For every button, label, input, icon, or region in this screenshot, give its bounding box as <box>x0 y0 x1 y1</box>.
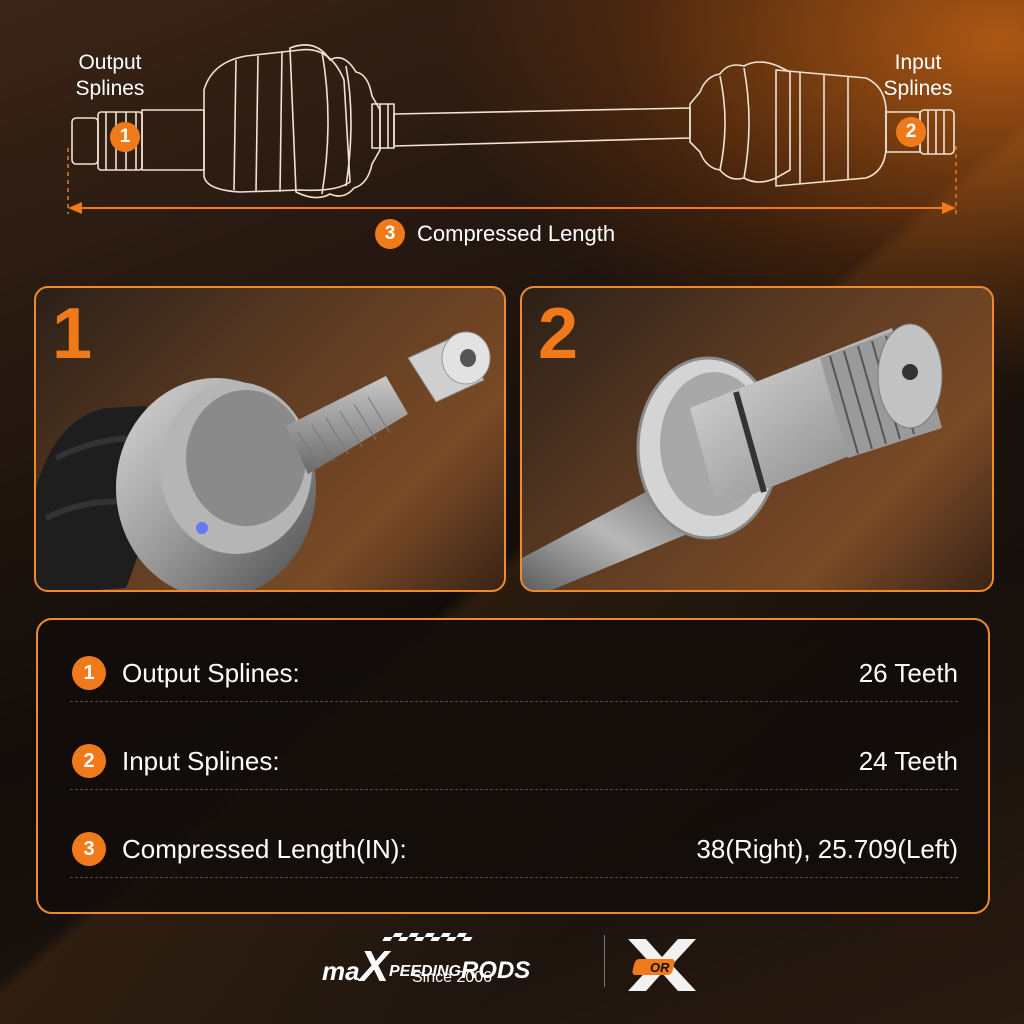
diagram-badge-1: 1 <box>110 122 140 152</box>
spec-row-compressed-length: 3 Compressed Length(IN): 38(Right), 25.7… <box>70 818 958 878</box>
brand-x: X <box>359 942 389 991</box>
output-splines-callout: Output Splines <box>75 51 145 100</box>
spec-badge-2: 2 <box>72 744 106 778</box>
brand-mid: PEEDING <box>388 963 461 980</box>
checkered-flag-icon <box>382 933 473 941</box>
spec-value: 26 Teeth <box>858 658 958 688</box>
diagram-badge-3: 3 <box>375 219 405 249</box>
spec-badge-3: 3 <box>72 832 106 866</box>
spec-row-input-splines: 2 Input Splines: 24 Teeth <box>70 730 958 790</box>
input-splines-callout: Input Splines <box>883 51 953 100</box>
input-splines-illustration <box>522 323 943 590</box>
spec-label: Compressed Length(IN): <box>122 834 407 864</box>
output-splines-photo-card: 1 <box>34 286 506 592</box>
specifications-panel: 1 Output Splines: 26 Teeth 2 Input Splin… <box>36 618 990 914</box>
brand-prefix: ma <box>322 956 360 986</box>
input-splines-photo-card: 2 <box>520 286 994 592</box>
spec-label: Output Splines: <box>122 658 300 688</box>
output-splines-illustration <box>36 331 491 590</box>
logo-divider <box>604 935 605 987</box>
or-logo-text: OR <box>650 960 670 975</box>
spec-value: 38(Right), 25.709(Left) <box>696 834 958 864</box>
axle-diagram: Output Splines Input Splines 1 2 3 Compr… <box>0 0 1024 270</box>
spec-label: Input Splines: <box>122 746 280 776</box>
card-number-2: 2 <box>538 294 579 374</box>
spec-badge-1: 1 <box>72 656 106 690</box>
brand-suffix: RODS <box>460 957 531 984</box>
compressed-length-callout: Compressed Length <box>417 221 616 246</box>
or-logo-icon: OR <box>628 939 696 991</box>
diagram-badge-2: 2 <box>896 117 926 147</box>
spec-row-output-splines: 1 Output Splines: 26 Teeth <box>70 642 958 702</box>
spec-value: 24 Teeth <box>858 746 958 776</box>
card-number-1: 1 <box>52 294 93 374</box>
since-text: Since 2006 <box>411 969 493 986</box>
